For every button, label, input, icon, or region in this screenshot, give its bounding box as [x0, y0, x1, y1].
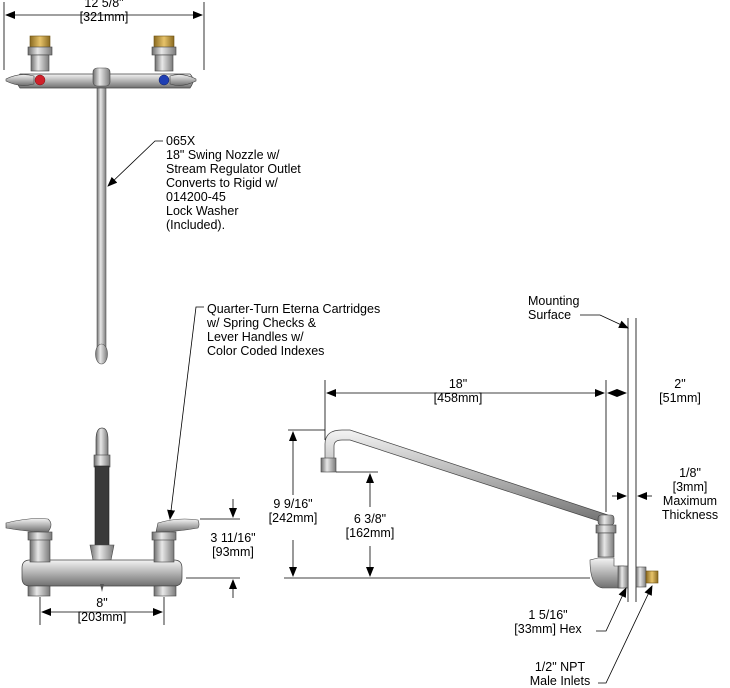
spout-height-label: 6 3/8" [162mm] — [345, 512, 395, 540]
wall-offset-label: 2" [51mm] — [659, 377, 701, 405]
nozzle-callout-leader — [107, 140, 163, 187]
nozzle-length-label: 18" [458mm] — [433, 377, 483, 405]
nozzle-top-view — [96, 79, 107, 351]
cold-valve-top — [151, 35, 197, 86]
cartridge-callout-leader — [167, 306, 204, 520]
cold-lever-handle — [155, 518, 200, 533]
top-width-label: 12 5/8" [321mm] — [79, 0, 129, 24]
max-thickness-label: 1/8" [3mm] Maximum Thickness — [661, 466, 719, 522]
overall-height-label: 9 9/16" [242mm] — [268, 497, 318, 525]
front-view — [5, 306, 240, 625]
mounting-surface-label: Mounting Surface — [528, 294, 580, 322]
inlets-label: 1/2" NPT Male Inlets — [529, 660, 591, 688]
inlet-callout-leader — [598, 585, 653, 684]
hot-index-icon — [34, 74, 46, 86]
top-view — [3, 2, 205, 365]
hex-label: 1 5/16" [33mm] Hex — [514, 608, 582, 636]
centers-label: 8" [203mm] — [77, 596, 127, 624]
cold-index-icon — [158, 74, 170, 86]
faucet-body-front — [21, 559, 183, 587]
hex-callout-leader — [596, 587, 627, 632]
hot-valve-top — [5, 35, 53, 86]
hot-lever-handle — [5, 518, 52, 533]
handle-height-label: 3 11/16" [93mm] — [210, 531, 256, 559]
cartridges-callout: Quarter-Turn Eterna Cartridges w/ Spring… — [207, 302, 381, 358]
side-view — [284, 314, 659, 684]
nozzle-callout: 065X 18" Swing Nozzle w/ Stream Regulato… — [166, 134, 301, 232]
swing-nozzle-side — [324, 429, 609, 525]
